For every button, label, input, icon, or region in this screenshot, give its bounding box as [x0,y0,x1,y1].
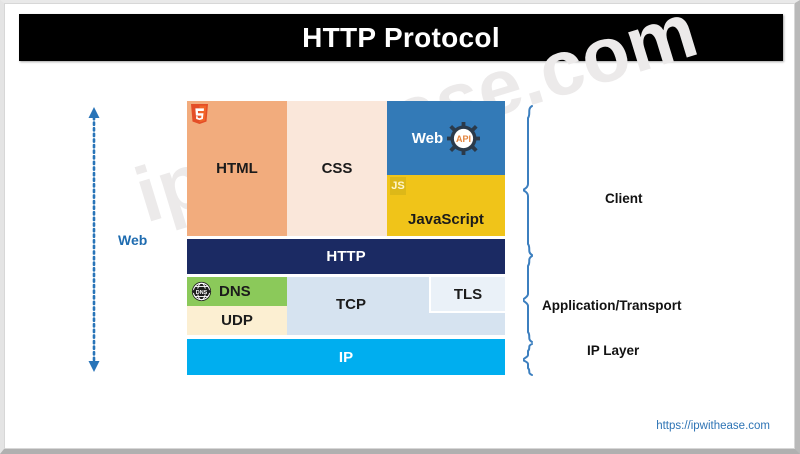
layer-html[interactable]: HTML [187,101,287,236]
scope-label-client: Client [605,191,643,206]
svg-text:API: API [456,134,471,144]
scope-label-ip-layer: IP Layer [587,343,640,358]
client-layer-row: HTML CSS Web [187,101,505,236]
title-banner: HTTP Protocol [19,14,783,61]
layer-tls-label: TLS [453,285,483,303]
layer-udp-label: UDP [221,312,253,329]
dns-udp-column: DNS DNS UDP [187,277,287,335]
layer-webapi-label: Web [411,129,444,147]
html5-logo-icon [191,104,208,124]
layer-javascript[interactable]: JS JavaScript [387,175,505,236]
layer-javascript-label: JavaScript [408,211,484,228]
globe-icon: DNS [191,281,212,302]
web-scope-label: Web [118,232,148,248]
layer-tcp-label: TCP [336,296,366,313]
layer-ip[interactable]: IP [187,339,505,375]
page-title: HTTP Protocol [302,21,500,53]
js-logo-icon: JS [390,177,406,195]
layer-webapi[interactable]: Web [387,101,505,175]
scope-braces [521,104,545,376]
layer-ip-label: IP [338,348,354,366]
transport-layer-row: DNS DNS UDP TCP TLS [187,277,505,335]
layer-css[interactable]: CSS [287,101,387,236]
layer-css-label: CSS [321,160,353,177]
layer-dns-label: DNS [219,283,251,300]
footer-url[interactable]: https://ipwithease.com [656,420,770,432]
layer-html-label: HTML [216,160,258,177]
client-right-column: Web [387,101,505,236]
web-scope-arrow [87,107,101,372]
layer-http-label: HTTP [326,248,366,265]
slide-canvas: HTTP Protocol ipwithease.com Web [4,3,795,449]
svg-text:DNS: DNS [196,290,208,296]
gear-icon: API [447,121,481,155]
layer-dns[interactable]: DNS DNS [187,277,287,306]
layer-tcp[interactable]: TCP TLS [287,277,505,335]
scope-label-application-transport: Application/Transport [542,298,682,313]
layer-tls[interactable]: TLS [429,277,505,313]
layer-http[interactable]: HTTP [187,239,505,274]
protocol-stack: HTML CSS Web [187,101,505,376]
layer-udp[interactable]: UDP [187,306,287,335]
